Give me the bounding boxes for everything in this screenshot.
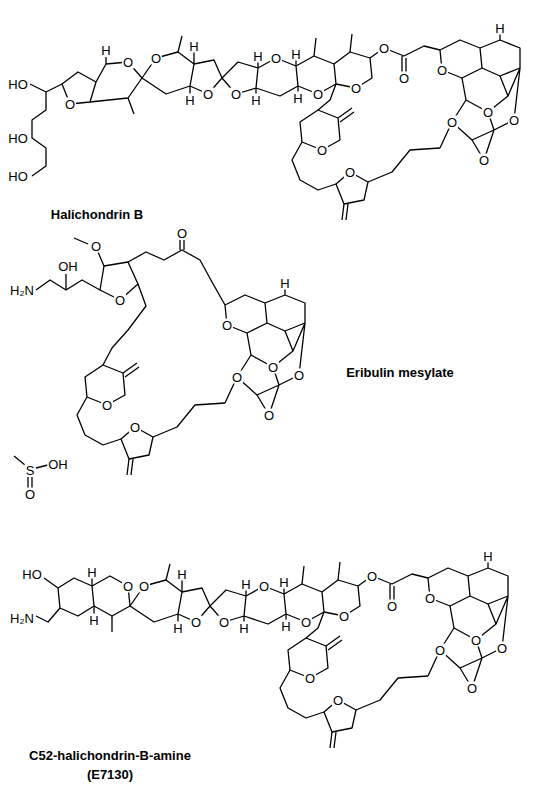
atom-label: O (90, 240, 102, 253)
atom-label: HO (7, 170, 29, 183)
compound-name: Halichondrin B (49, 207, 145, 222)
atom-label: O (434, 644, 446, 657)
atom-label: H (86, 566, 97, 579)
atom-label: O (424, 592, 436, 605)
eribulin-macrocycle (77, 287, 305, 475)
atom-label: H₂N (9, 284, 35, 297)
halichondrin-left (30, 57, 142, 176)
atom-label: O (398, 72, 410, 85)
atom-label: O (24, 488, 36, 501)
atom-label: O (344, 166, 356, 179)
atom-label: O (270, 52, 282, 65)
atom-label: O (218, 616, 230, 629)
atom-label: OH (47, 458, 69, 471)
halichondrin-core (142, 34, 440, 110)
eribulin-left (14, 238, 225, 488)
atom-label: H (292, 92, 303, 105)
atom-label: O (267, 361, 279, 374)
atom-label: O (436, 64, 448, 77)
atom-label: O (221, 319, 233, 332)
atom-label: O (190, 616, 202, 629)
atom-label: O (482, 106, 494, 119)
atom-label: O (114, 294, 126, 307)
atom-label: O (496, 642, 508, 655)
atom-label: H (172, 622, 183, 635)
atom-label: O (316, 144, 328, 157)
atom-label: H (184, 94, 195, 107)
atom-label: O (231, 371, 243, 384)
atom-label: H (176, 568, 187, 581)
atom-label: O (263, 409, 275, 422)
atom-label: O (466, 682, 478, 695)
atom-label: O (386, 600, 398, 613)
atom-label: O (101, 399, 113, 412)
compound-name: (E7130) (85, 767, 135, 782)
atom-label: H (280, 620, 291, 633)
atom-label: O (293, 369, 305, 382)
atom-label: O (122, 56, 134, 69)
atom-label: H (252, 50, 263, 63)
atom-label: O (312, 88, 324, 101)
atom-label: O (378, 42, 390, 55)
e7130-core (130, 562, 428, 638)
atom-label: H (250, 94, 261, 107)
atom-label: O (478, 154, 490, 167)
e7130-left (36, 576, 130, 632)
atom-label: H₂N (9, 612, 35, 625)
atom-label: O (300, 616, 312, 629)
atom-label: O (508, 114, 520, 127)
halichondrin-macrocycle (292, 32, 520, 220)
atom-label: H (279, 277, 290, 290)
compound-name: Eribulin mesylate (344, 365, 456, 380)
atom-label: O (258, 580, 270, 593)
atom-label: O (64, 98, 76, 111)
atom-label: H (290, 48, 301, 61)
atom-label: OH (57, 260, 79, 273)
atom-label: H (188, 40, 199, 53)
atom-label: O (230, 88, 242, 101)
atom-label: O (366, 570, 378, 583)
atom-label: H (100, 44, 111, 57)
atom-label: H (240, 578, 251, 591)
atom-label: O (332, 694, 344, 707)
atom-label: O (138, 580, 150, 593)
atom-label: O (176, 227, 188, 240)
atom-label: HO (7, 78, 29, 91)
atom-label: O (202, 88, 214, 101)
atom-label: H (238, 622, 249, 635)
atom-label: O (150, 52, 162, 65)
atom-label: S (25, 464, 36, 477)
atom-label: HO (21, 568, 43, 581)
atom-label: HO (7, 132, 29, 145)
atom-label: H (494, 22, 505, 35)
atom-label: O (470, 634, 482, 647)
atom-label: O (350, 82, 362, 95)
atom-label: O (122, 580, 134, 593)
atom-label: H (278, 576, 289, 589)
atom-label: O (338, 610, 350, 623)
e7130-macrocycle (280, 560, 508, 748)
atom-label: O (446, 116, 458, 129)
compound-name: C52-halichondrin-B-amine (27, 748, 193, 763)
atom-label: H (482, 550, 493, 563)
atom-label: O (129, 421, 141, 434)
atom-label: O (304, 672, 316, 685)
atom-label: H (88, 614, 99, 627)
